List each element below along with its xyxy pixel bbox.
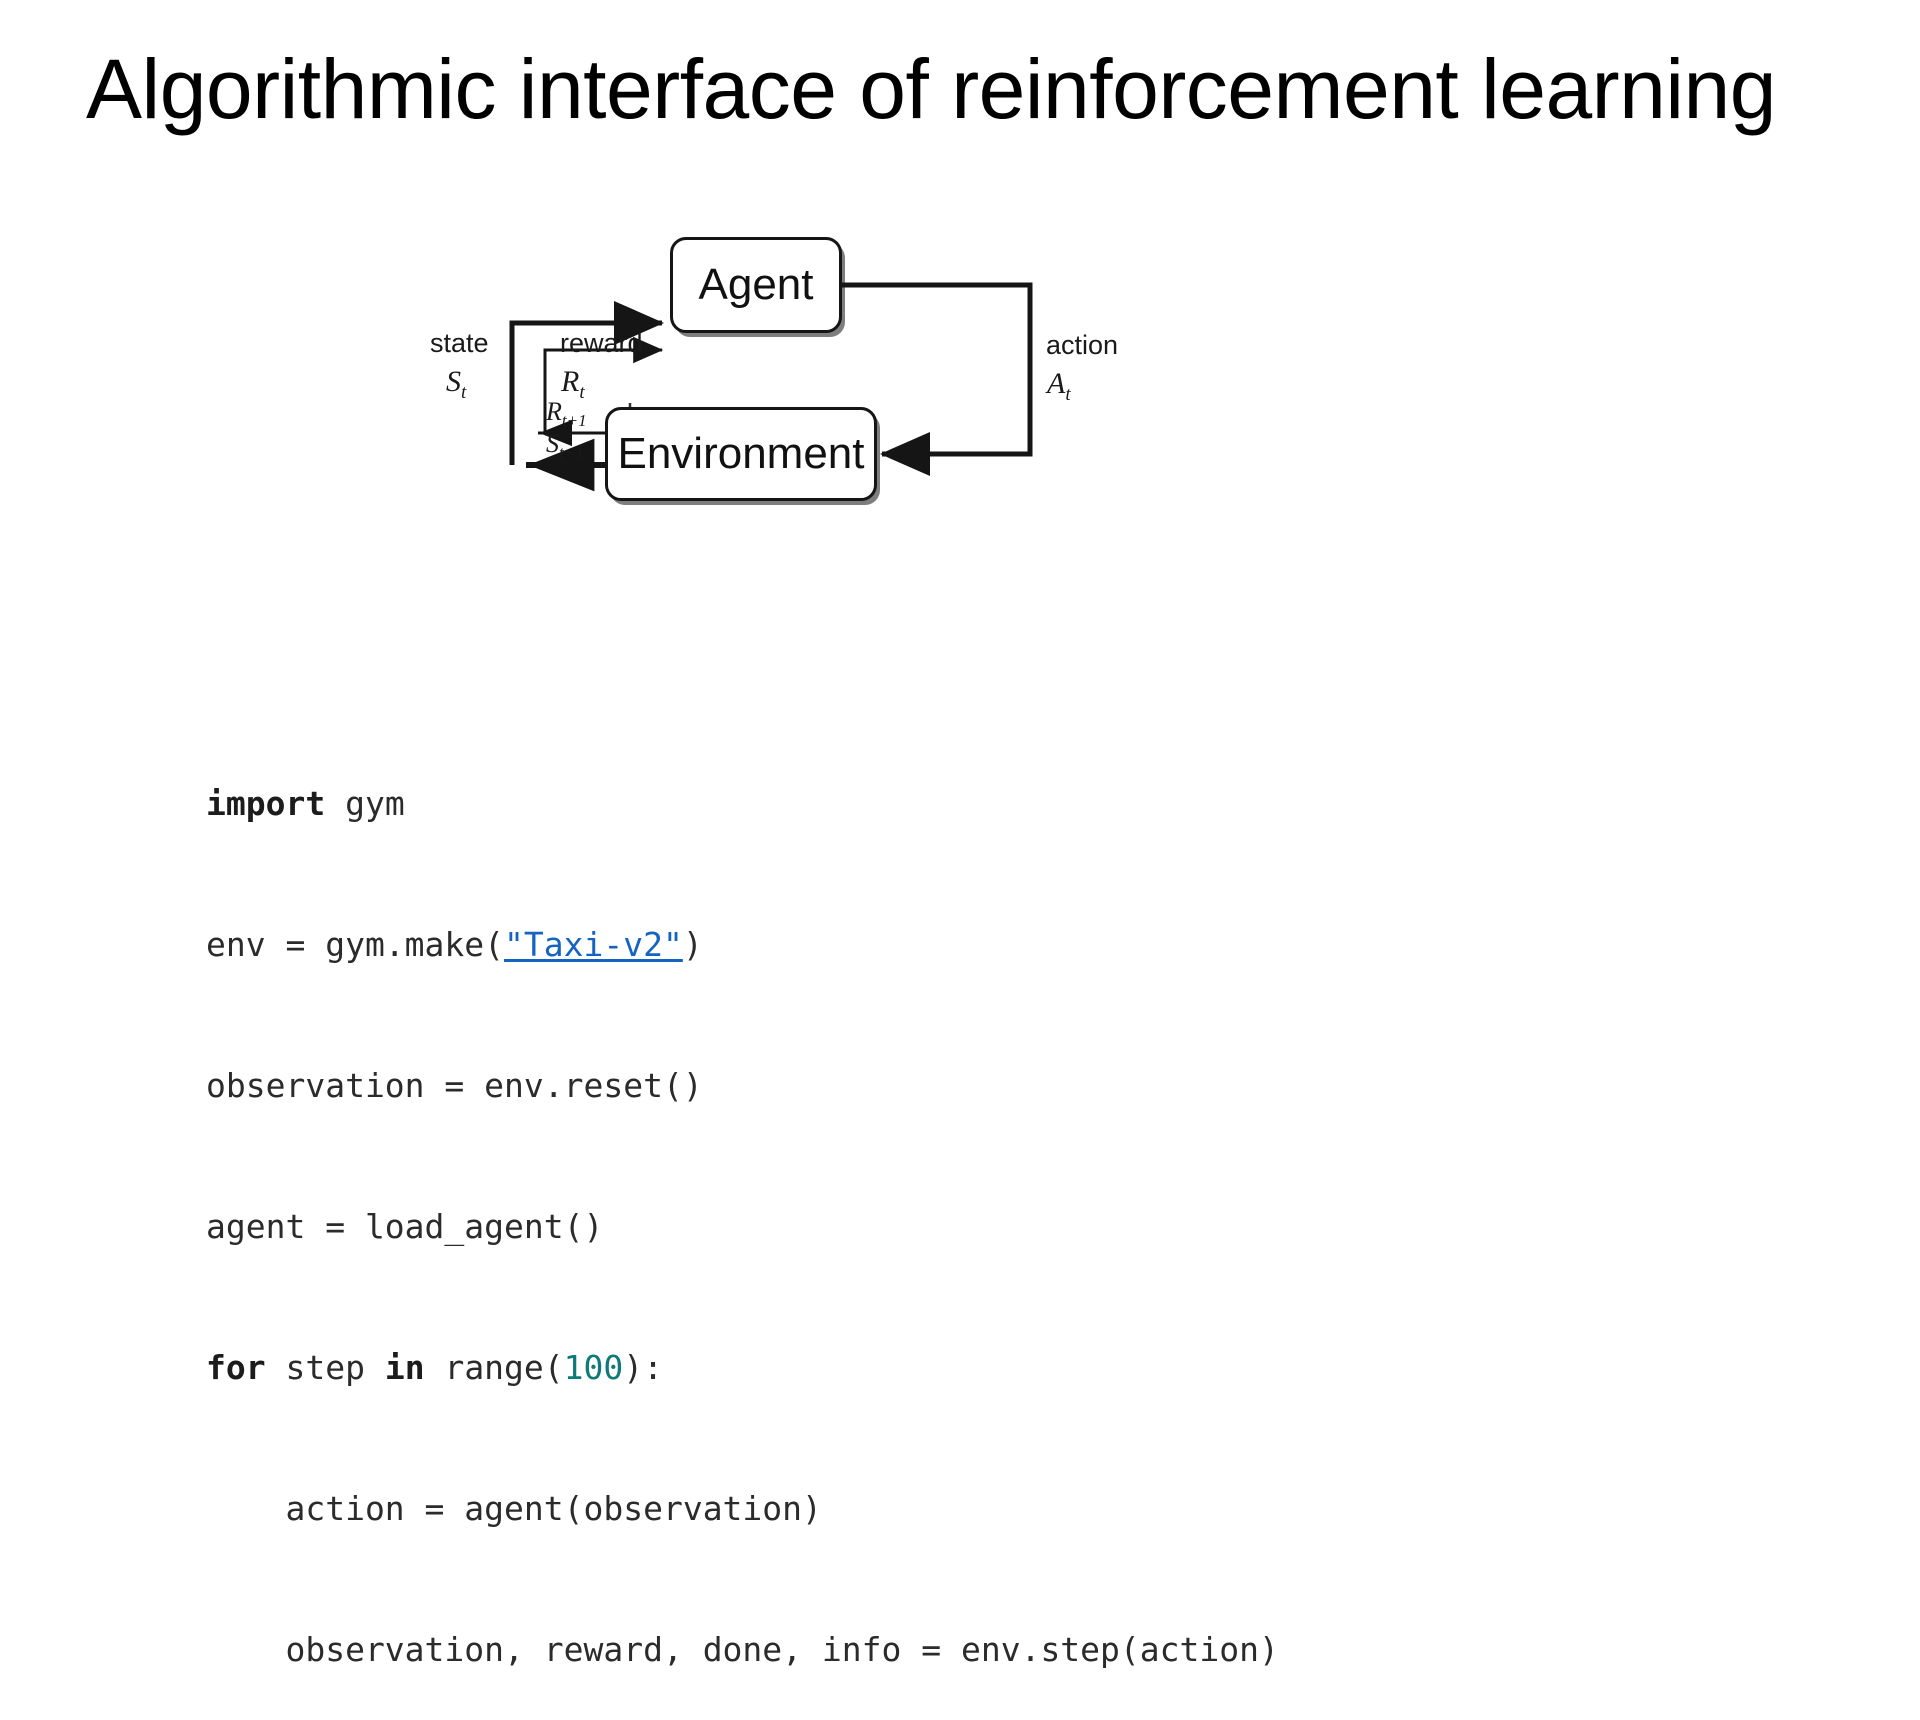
state-symbol: St xyxy=(446,365,467,403)
code-line-6: action = agent(observation) xyxy=(206,1485,1279,1532)
code-line-7: observation, reward, done, info = env.st… xyxy=(206,1626,1279,1673)
code-text: gym xyxy=(325,784,405,823)
code-text: ) xyxy=(682,925,703,964)
code-line-3: observation = env.reset() xyxy=(206,1062,1279,1109)
action-path xyxy=(842,282,1033,476)
diagram-node-agent: Agent xyxy=(670,237,842,333)
agent-label: Agent xyxy=(698,260,814,309)
code-line-1: import gym xyxy=(206,780,1279,827)
reward-path xyxy=(543,336,664,433)
rl-loop-diagram: Agent Environment state St reward Rt act… xyxy=(430,237,1380,565)
reward-label: reward xyxy=(560,328,643,358)
action-symbol: At xyxy=(1047,367,1071,405)
code-text: range( xyxy=(424,1348,564,1387)
code-line-4: agent = load_agent() xyxy=(206,1203,1279,1250)
code-keyword: import xyxy=(206,784,326,823)
code-line-5: for step in range(100): xyxy=(206,1344,1279,1391)
code-number-literal: 100 xyxy=(563,1348,624,1387)
environment-label: Environment xyxy=(617,429,865,478)
code-text: env = gym.make( xyxy=(206,925,505,964)
reward-symbol: Rt xyxy=(561,365,585,403)
code-block: import gym env = gym.make("Taxi-v2") obs… xyxy=(206,686,1279,1720)
code-text: agent = load_agent() xyxy=(206,1207,604,1246)
diagram-node-environment: Environment xyxy=(605,407,877,501)
code-keyword: for xyxy=(206,1348,266,1387)
code-text: step xyxy=(265,1348,385,1387)
code-text: action = agent(observation) xyxy=(206,1489,822,1528)
code-text: ): xyxy=(623,1348,664,1387)
state-path xyxy=(509,301,664,465)
page-title: Algorithmic interface of reinforcement l… xyxy=(86,42,1776,136)
code-text: observation, reward, done, info = env.st… xyxy=(206,1630,1279,1669)
code-keyword: in xyxy=(384,1348,425,1387)
next-state-symbol: St+1 xyxy=(546,429,584,463)
action-label: action xyxy=(1046,330,1119,360)
next-reward-symbol: Rt+1 xyxy=(546,397,587,431)
state-label: state xyxy=(430,328,489,358)
code-env-id-link[interactable]: "Taxi-v2" xyxy=(504,925,683,964)
code-line-2: env = gym.make("Taxi-v2") xyxy=(206,921,1279,968)
code-text: observation = env.reset() xyxy=(206,1066,703,1105)
